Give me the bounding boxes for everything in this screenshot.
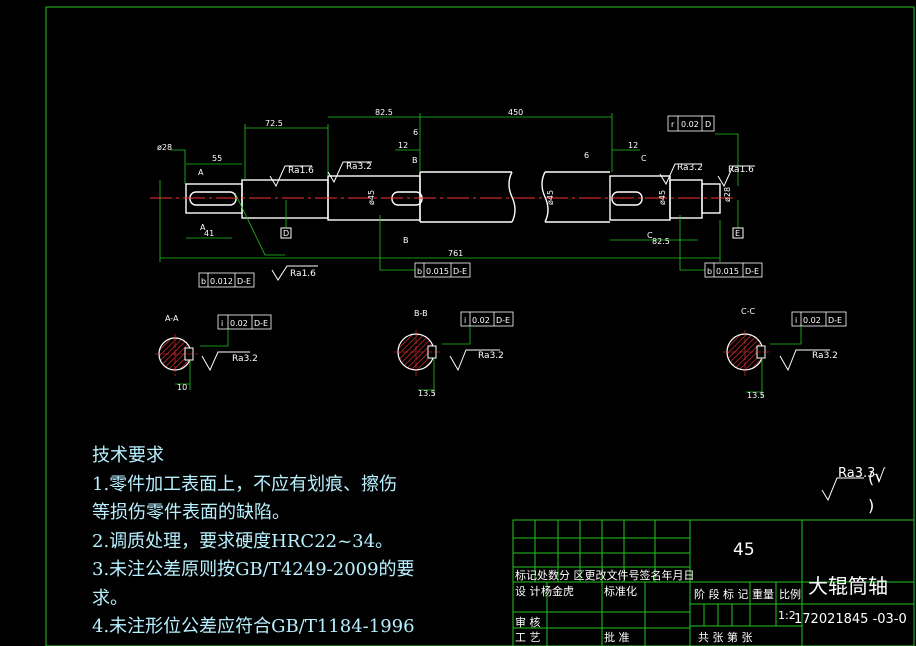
dia-28-left: ø28: [157, 143, 172, 152]
standardization-label: 标准化: [604, 585, 637, 598]
tol3-ref: D-E: [745, 267, 759, 276]
tol4-ref: D: [705, 120, 711, 129]
ra-7: Ra3.2: [478, 351, 504, 361]
sheet-label: 共 张 第 张: [698, 631, 753, 644]
dim-82-5-top: 82.5: [375, 108, 393, 117]
technical-requirements: 技术要求 1.零件加工表面上，不应有划痕、擦伤 等损伤零件表面的缺陷。 2.调质…: [92, 442, 452, 642]
roughness-symbols: [269, 161, 864, 502]
dim-6-right: 6: [584, 151, 589, 160]
ra-6: Ra3.2: [232, 354, 258, 364]
notes-title: 技术要求: [92, 445, 164, 466]
tol1-ref: D-E: [237, 277, 251, 286]
tol5-val: 0.02: [230, 319, 248, 328]
ra-2: Ra3.2: [346, 162, 372, 172]
designer-name: 杨金虎: [541, 585, 574, 598]
general-roughness-value: Ra3.3: [838, 466, 876, 481]
ra-3: Ra3.2: [677, 163, 703, 173]
view-a-top: A: [198, 168, 204, 177]
tol2-val: 0.015: [426, 267, 449, 276]
ra-5: Ra1.6: [290, 269, 316, 279]
view-c-top: C: [641, 154, 647, 163]
general-roughness-paren-close: ): [868, 496, 875, 515]
section-b-b: [394, 326, 500, 396]
dia-45-b: ø45: [546, 190, 555, 205]
tol6-ref: D-E: [496, 316, 510, 325]
tol7-ref: D-E: [828, 316, 842, 325]
tol2-sym: b: [417, 267, 422, 276]
tol3-sym: b: [707, 267, 712, 276]
part-name: 大辊筒轴: [808, 574, 888, 598]
tol6-sym: i: [464, 316, 466, 325]
section-label-cc: C-C: [741, 307, 755, 316]
section-label-bb: B-B: [414, 309, 428, 318]
header-row: 标记处数分 区更改文件号签名年月日: [515, 569, 695, 582]
dia-45-c: ø45: [658, 190, 667, 205]
tol5-ref: D-E: [254, 319, 268, 328]
dim-13-5-b: 13.5: [418, 389, 436, 398]
dim-55: 55: [212, 154, 222, 163]
tol2-ref: D-E: [453, 267, 467, 276]
dim-761: 761: [448, 249, 463, 258]
note-line-6: 4.未注形位公差应符合GB/T1184-1996: [92, 616, 415, 637]
note-line-1: 1.零件加工表面上，不应有划痕、擦伤: [92, 473, 398, 495]
outer-frame: [45, 6, 915, 646]
section-c-c: [723, 326, 830, 398]
datum-boxes: [280, 227, 744, 239]
dim-13-5-c: 13.5: [747, 391, 765, 400]
process-label: 工 艺: [515, 631, 541, 644]
dim-450: 450: [508, 108, 523, 117]
tol4-sym: r: [671, 120, 675, 129]
view-b-top: B: [412, 156, 418, 165]
dim-6-left: 6: [413, 128, 418, 137]
dim-12-left: 12: [398, 141, 408, 150]
review-label: 审 核: [515, 616, 541, 629]
dia-45-a: ø45: [367, 190, 376, 205]
tolerance-frames: [198, 115, 847, 330]
ra-4: Ra1.6: [728, 165, 754, 175]
note-line-3: 2.调质处理，要求硬度HRC22~34。: [92, 530, 394, 552]
tol6-val: 0.02: [472, 316, 490, 325]
title-block-grid: [512, 519, 915, 646]
datum-d: D: [283, 229, 289, 238]
scale-value: 1:2: [778, 609, 796, 622]
view-a-bottom: A: [200, 223, 206, 232]
view-b-bottom: B: [403, 236, 409, 245]
ra-8: Ra3.2: [812, 351, 838, 361]
dim-41: 41: [204, 229, 214, 238]
note-line-5: 求。: [92, 587, 128, 609]
weight-label: 重量: [752, 588, 774, 601]
ra-1: Ra1.6: [288, 166, 314, 176]
dim-82-5-right: 82.5: [652, 237, 670, 246]
note-line-2: 等损伤零件表面的缺陷。: [92, 502, 290, 523]
dim-12-right: 12: [628, 141, 638, 150]
dim-72-5: 72.5: [265, 119, 283, 128]
section-label-aa: A-A: [165, 314, 179, 323]
check-icon: √: [874, 466, 886, 487]
view-c-bottom: C: [647, 231, 653, 240]
note-line-4: 3.未注公差原则按GB/T4249-2009的要: [92, 559, 415, 580]
dimension-lines: [159, 113, 739, 271]
tol7-sym: i: [795, 316, 797, 325]
tol5-sym: i: [221, 319, 223, 328]
datum-e: E: [735, 229, 740, 238]
tol4-val: 0.02: [681, 120, 699, 129]
tol3-val: 0.015: [716, 267, 739, 276]
scale-label: 比例: [779, 588, 801, 601]
drawing-number: 172021845 -03-0: [794, 612, 907, 627]
material: 45: [733, 540, 755, 560]
section-a-a: [155, 329, 250, 390]
tol1-sym: b: [201, 277, 206, 286]
general-roughness-paren: (: [868, 468, 875, 487]
dim-10: 10: [177, 383, 187, 392]
stage-label: 阶 段 标 记: [694, 588, 749, 601]
tol7-val: 0.02: [803, 316, 821, 325]
approve-label: 批 准: [604, 631, 630, 644]
dia-28-right: ø28: [723, 187, 732, 202]
tol1-val: 0.012: [210, 277, 233, 286]
shaft-main-view: [185, 171, 721, 223]
design-label: 设 计: [515, 585, 541, 598]
